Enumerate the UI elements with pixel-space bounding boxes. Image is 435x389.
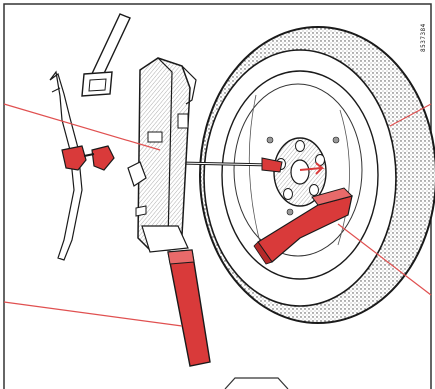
jack-handle-clip	[50, 72, 114, 260]
leader-handle	[4, 302, 182, 326]
jack-crank-handle	[168, 250, 210, 366]
tool-bar	[82, 14, 130, 96]
tire-wheel-assembly	[200, 27, 435, 323]
figure-reference-code: 8537384	[420, 8, 430, 52]
jack	[128, 58, 196, 252]
leader-jack	[4, 104, 160, 150]
